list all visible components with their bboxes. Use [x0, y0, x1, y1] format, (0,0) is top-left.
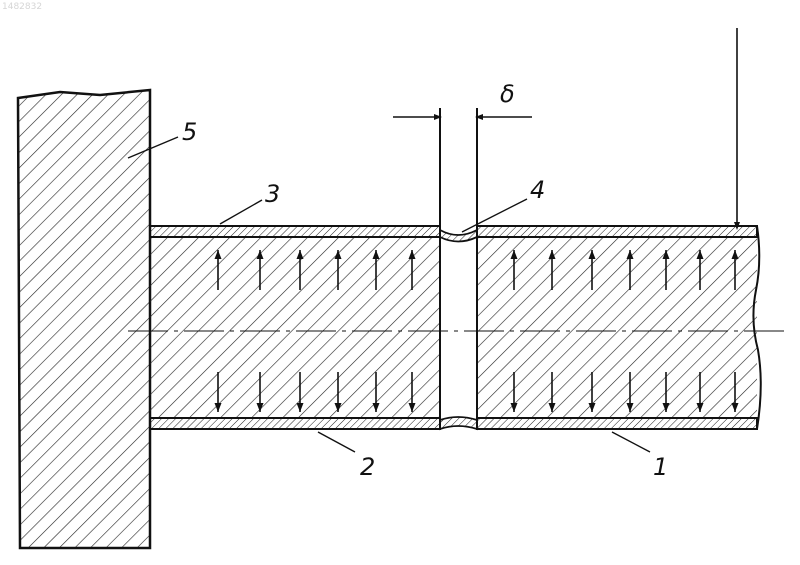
- label-5: 5: [182, 118, 197, 146]
- weld-bridge-top: [440, 230, 477, 242]
- bottom-shell-right: [477, 418, 757, 429]
- bottom-shell-left: [150, 418, 440, 429]
- core-block-right: [477, 237, 757, 418]
- weld-bridge-bottom: [440, 417, 477, 429]
- label-delta: δ: [500, 80, 515, 108]
- watermark-text: 1482832: [2, 2, 42, 12]
- core-block-left: [150, 237, 440, 418]
- label-1: 1: [653, 453, 668, 481]
- top-shell-left: [150, 226, 440, 237]
- top-shell-right: [477, 226, 757, 237]
- leader-1: [612, 432, 650, 452]
- label-2: 2: [360, 453, 375, 481]
- label-3: 3: [265, 180, 280, 208]
- column-body: [18, 90, 150, 548]
- leader-2: [318, 432, 355, 452]
- leader-3: [220, 200, 262, 224]
- label-4: 4: [530, 176, 545, 204]
